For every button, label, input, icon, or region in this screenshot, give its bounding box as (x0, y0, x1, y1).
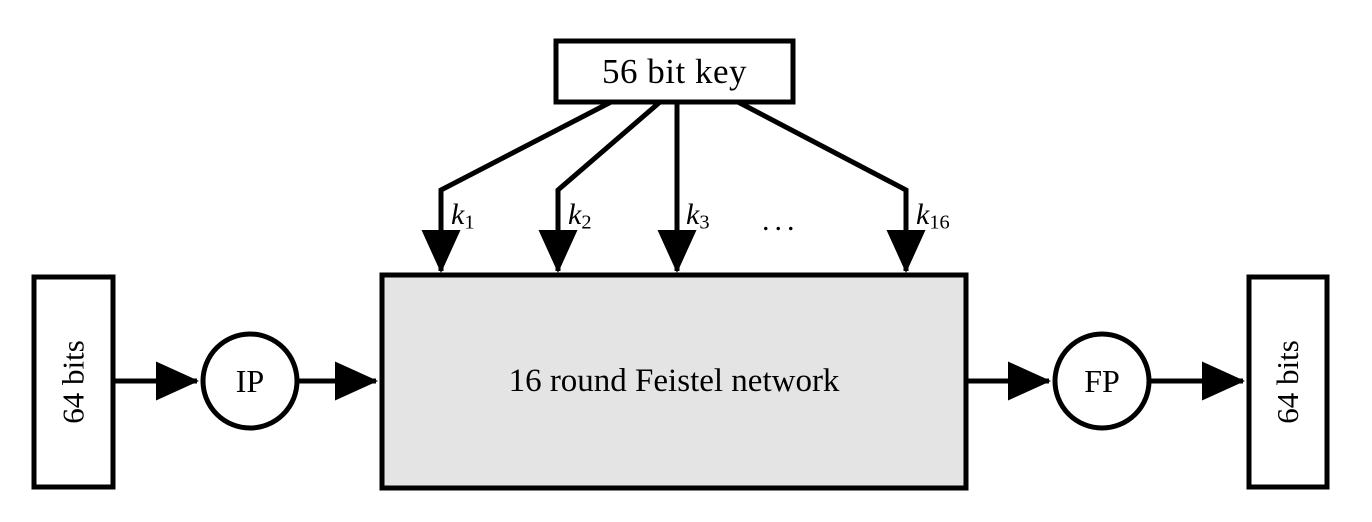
network-box-label: 16 round Feistel network (508, 363, 840, 399)
round-key-k3-label: k3 (686, 198, 710, 234)
round-key-k2-symbol: k (568, 198, 582, 231)
round-key-k16-symbol: k (916, 198, 930, 231)
round-key-k16-label: k16 (916, 198, 950, 234)
input-box-outline (31, 274, 116, 490)
round-key-k1-subscript: 1 (464, 211, 475, 234)
network-box-outline (379, 272, 969, 491)
round-key-k1-symbol: k (451, 198, 465, 231)
round-key-k16-subscript: 16 (929, 211, 950, 234)
key-to-k1-line (421, 99, 613, 274)
round-key-k1-label: k1 (451, 198, 475, 234)
round-keys-ellipsis: ... (762, 204, 800, 237)
input-box-label: 64 bits (55, 340, 91, 424)
round-key-k3-symbol: k (686, 198, 700, 231)
key-box-label: 56 bit key (602, 51, 747, 91)
output-box-label: 64 bits (1270, 340, 1305, 424)
output-box-outline (1246, 274, 1330, 490)
final-permutation-label: FP (1084, 362, 1120, 399)
key-to-k16-line (736, 99, 926, 274)
round-key-k2-subscript: 2 (581, 211, 592, 234)
round-key-k2-label: k2 (568, 198, 592, 234)
key-to-k2-line (538, 100, 662, 274)
initial-permutation-label: IP (235, 362, 265, 399)
round-key-k3-subscript: 3 (699, 211, 710, 234)
